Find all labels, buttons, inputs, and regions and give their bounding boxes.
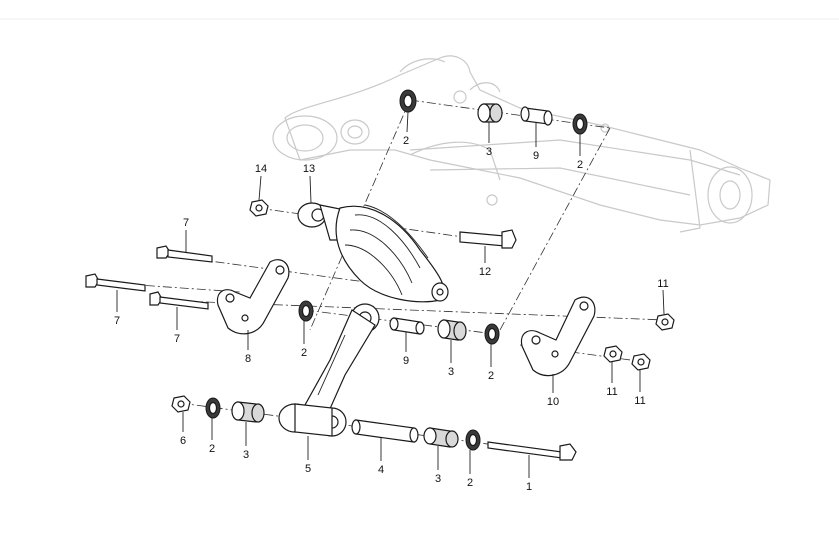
shock-absorber-13: [297, 202, 449, 303]
nut-11-lower: [631, 353, 651, 371]
callout-13: 13: [303, 163, 315, 175]
rocker-plate-10: [520, 296, 596, 377]
callout-3: 3: [243, 449, 249, 461]
callout-2: 2: [488, 370, 494, 382]
callout-3: 3: [486, 146, 492, 158]
spacer-sleeve-top: [520, 106, 553, 126]
callout-14: 14: [255, 163, 267, 175]
nut-11-upper: [655, 313, 675, 331]
callout-11: 11: [657, 278, 668, 290]
sleeve-4: [351, 419, 419, 443]
callout-2: 2: [209, 443, 215, 455]
callout-5: 5: [305, 463, 311, 475]
nut-11-middle: [603, 345, 623, 363]
callout-3: 3: [435, 473, 441, 485]
callout-7: 7: [183, 217, 189, 229]
bolt-12: [459, 229, 517, 249]
callout-1: 1: [526, 481, 532, 493]
seal-top-right: [572, 113, 588, 135]
seal-middle-right: [484, 323, 500, 345]
bolt-7-middle: [149, 291, 209, 310]
callout-leaders: [116, 111, 665, 478]
swingarm-ghost-outline: [272, 55, 771, 233]
callout-7: 7: [174, 333, 180, 345]
callout-4: 4: [378, 464, 384, 476]
callout-9: 9: [403, 355, 409, 367]
seal-lower-left: [205, 397, 221, 419]
callout-7: 7: [114, 315, 120, 327]
callout-12: 12: [479, 266, 491, 278]
callout-11: 11: [606, 386, 617, 398]
nut-6: [171, 395, 191, 413]
callout-10: 10: [547, 396, 559, 408]
seal-middle-left: [298, 300, 314, 322]
callout-2: 2: [467, 477, 473, 489]
callout-11: 11: [634, 395, 645, 407]
callout-8: 8: [245, 353, 251, 365]
rocker-plate-8: [216, 259, 290, 335]
needle-bearing-lower-left: [231, 401, 265, 423]
callout-labels: 2 3 9 2 14 13 7 12 11 7 7 8 2 9 3 2 10 1…: [114, 135, 669, 493]
bolt-1: [487, 441, 577, 461]
callout-2: 2: [301, 347, 307, 359]
callout-2: 2: [577, 159, 583, 171]
callout-9: 9: [533, 150, 539, 162]
bolt-7-left: [85, 273, 146, 292]
seal-top-left: [399, 89, 417, 113]
callout-3: 3: [448, 366, 454, 378]
connecting-link-5: [278, 303, 380, 437]
spacer-sleeve-middle: [389, 317, 425, 335]
needle-bearing-lower-right: [423, 427, 459, 448]
callout-2: 2: [403, 135, 409, 147]
seal-lower-right: [465, 429, 481, 451]
bolt-7-upper: [156, 245, 213, 263]
callout-6: 6: [180, 435, 186, 447]
needle-bearing-top: [477, 103, 503, 123]
needle-bearing-middle: [437, 319, 467, 341]
nut-14: [249, 199, 269, 217]
